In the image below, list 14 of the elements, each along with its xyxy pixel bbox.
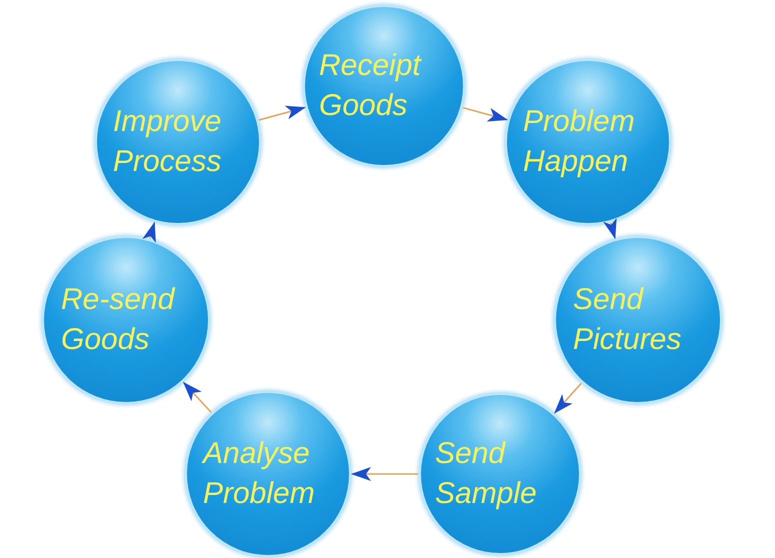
step-label: Problem Happen — [522, 104, 636, 180]
step-label: Re-send Goods — [60, 282, 176, 358]
arrow — [142, 222, 156, 243]
arrow — [603, 218, 617, 240]
step-label: Analyse Problem — [200, 436, 316, 512]
step-label: Send Sample — [434, 436, 538, 512]
arrow — [554, 382, 582, 414]
arrow — [462, 106, 508, 122]
step-label: Receipt Goods — [318, 48, 423, 124]
arrow — [351, 467, 418, 481]
arrow — [182, 382, 212, 413]
step-label: Improve Process — [112, 104, 222, 180]
step-label: Send Pictures — [572, 282, 682, 358]
arrow — [258, 106, 306, 121]
